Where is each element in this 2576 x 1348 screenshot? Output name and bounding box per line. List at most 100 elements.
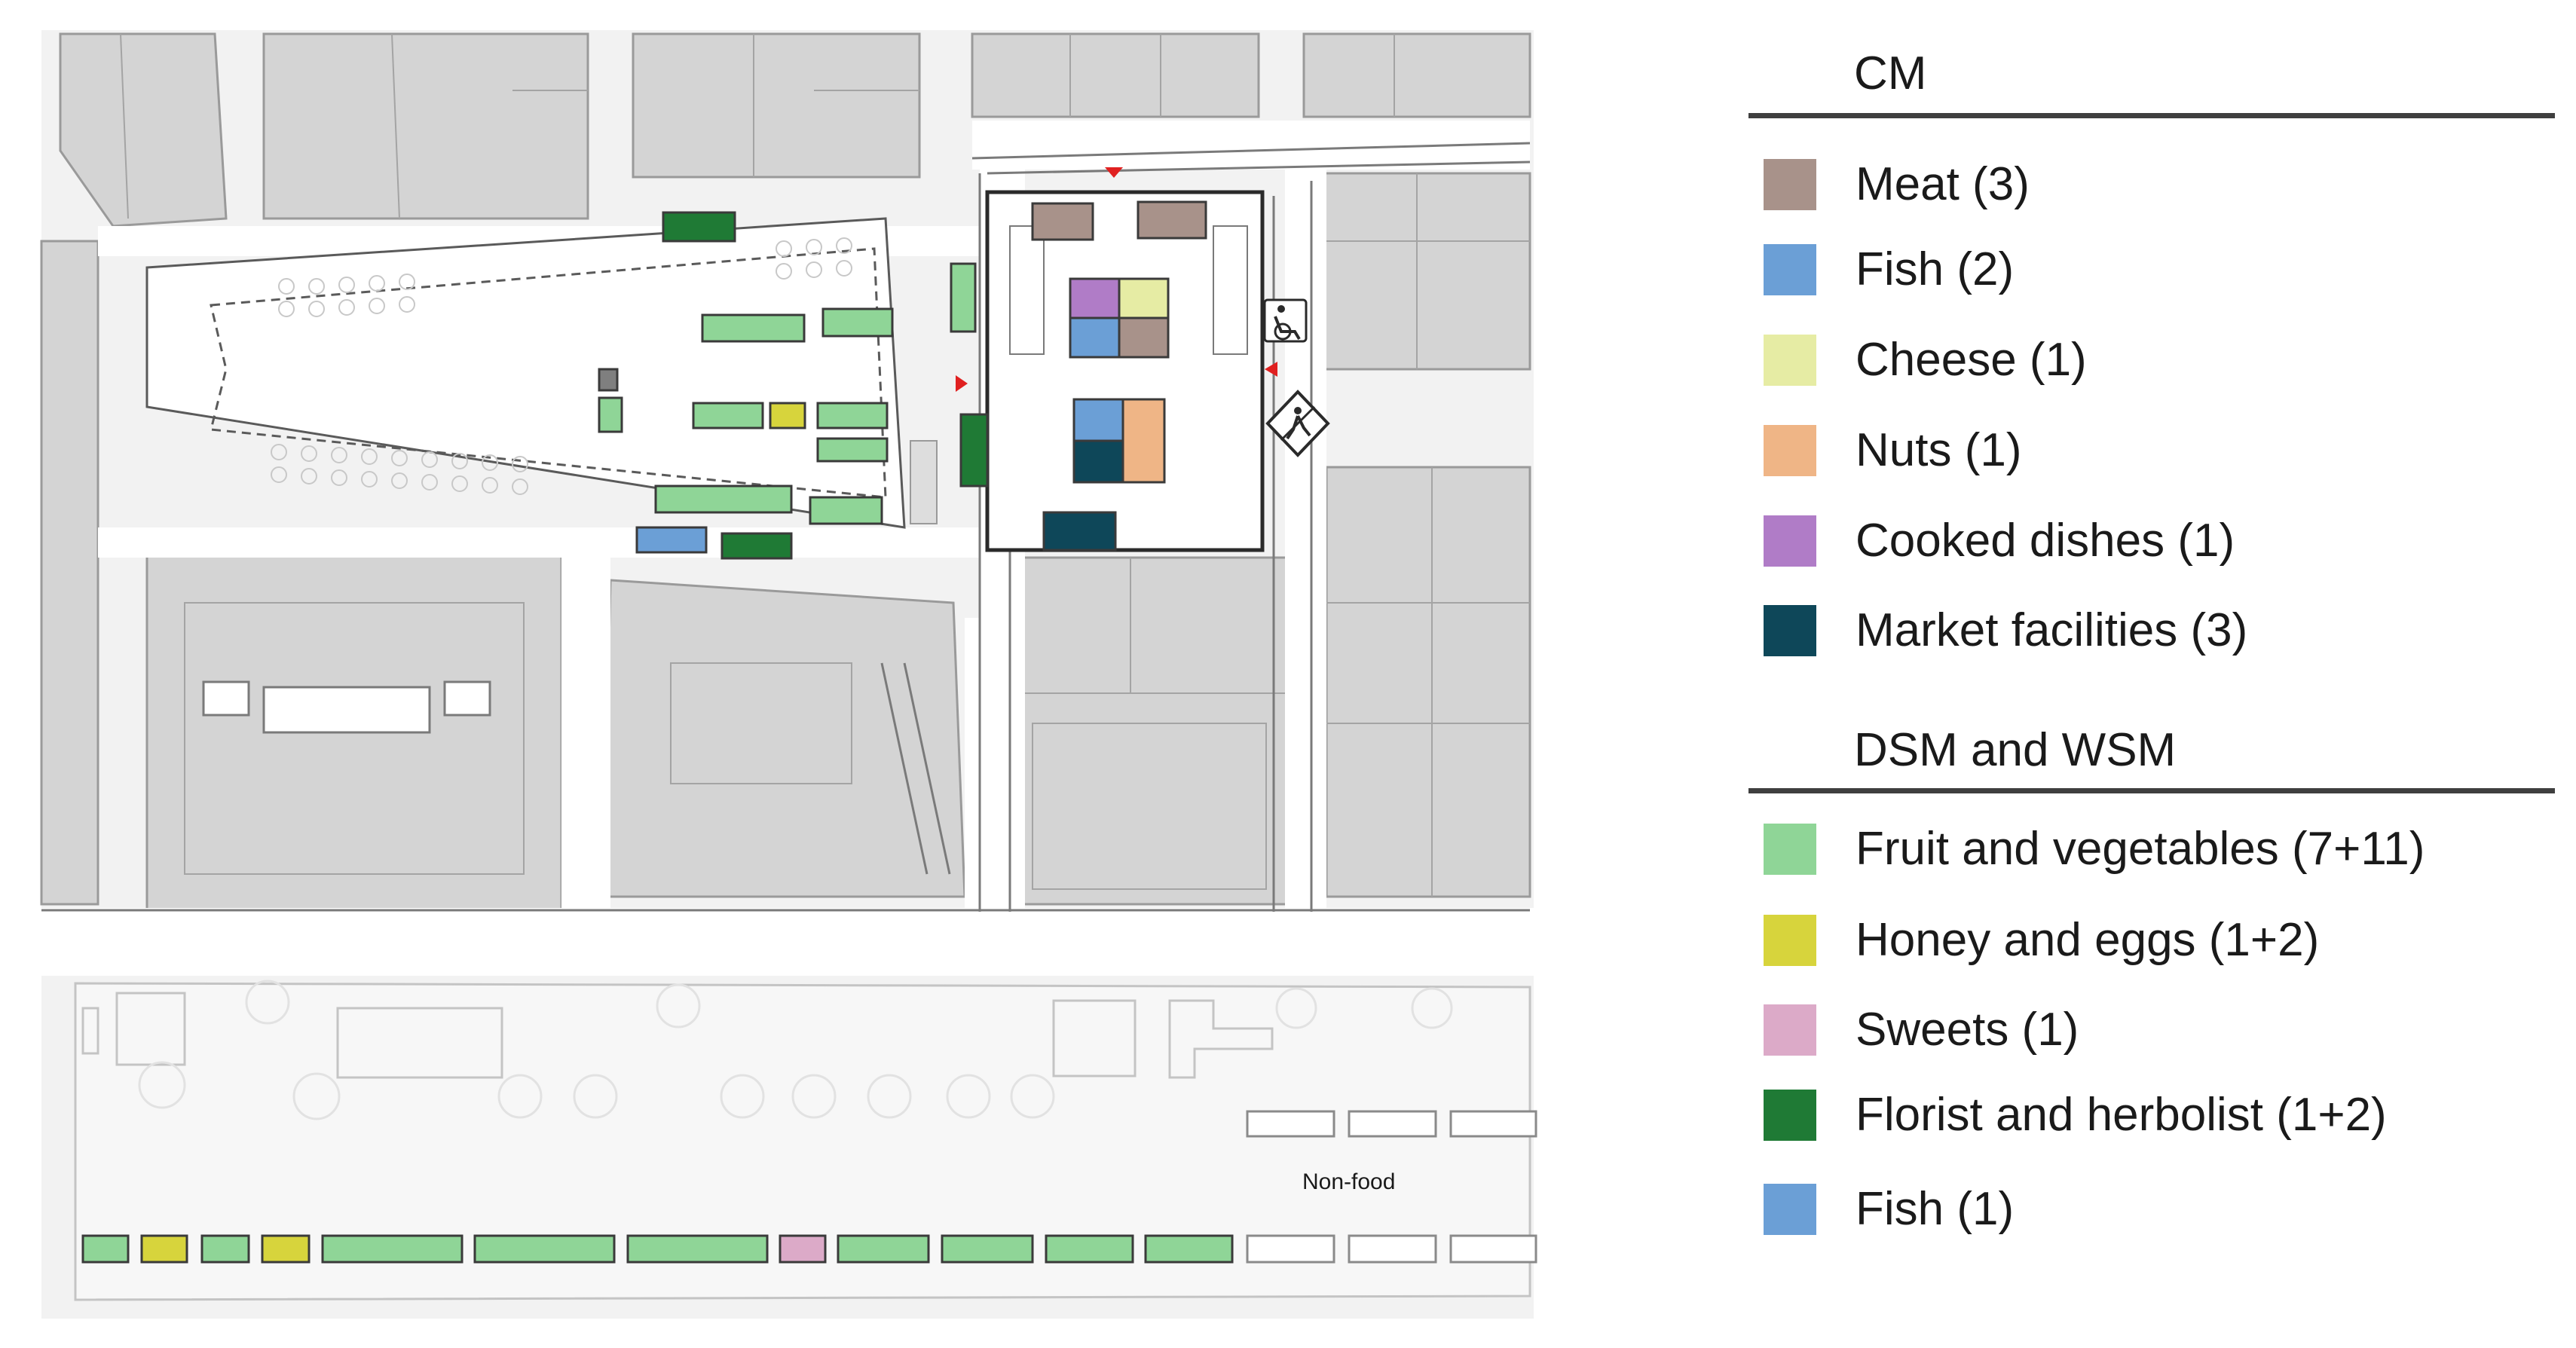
stall-meat [1031,202,1094,241]
building-block [1008,556,1290,906]
legend-swatch [1764,335,1816,386]
building-details [120,33,1530,897]
stall-honey-eggs [140,1234,188,1264]
legend-swatch [1764,244,1816,295]
building-block [1302,32,1531,118]
dsm-stalls [598,211,989,560]
entrance-arrow-icon [956,375,968,392]
curb-lines [41,142,1531,912]
stall-fruit-veg [816,437,889,463]
stall-florist [720,532,793,560]
legend-item: Fruit and vegetables (7+11) [1764,819,2570,879]
city-blocks [40,32,1531,913]
building-block [262,32,589,220]
stall-florist [662,211,736,243]
legend-item: Cooked dishes (1) [1764,511,2570,571]
legend-item: Sweets (1) [1764,1000,2570,1060]
non-food-label: Non-food [1302,1169,1395,1194]
legend-label: Cooked dishes (1) [1856,515,2235,567]
stall-non-food [1348,1110,1437,1138]
ghost-building [1052,999,1137,1077]
stall-fruit-veg [821,307,894,338]
legend-swatch [1764,915,1816,966]
legend-label: Fish (2) [1856,243,2015,295]
legend-label: Florist and herbolist (1+2) [1856,1089,2387,1141]
ghost-building [115,992,186,1066]
legend-swatch [1764,515,1816,567]
legend-label: Market facilities (3) [1856,604,2248,656]
legend-item: Meat (3) [1764,154,2570,215]
stall-fruit-veg [626,1234,769,1264]
ghost-building [81,1007,99,1055]
stall-honey-eggs [261,1234,311,1264]
stall-fruit-veg [598,396,623,433]
street [965,618,1010,912]
stall-non-food [1246,1110,1335,1138]
building-block [632,32,921,179]
no-pedestrian-icon [1265,390,1330,457]
plaza-dashed-area [210,247,887,499]
plaza-trees [271,237,852,495]
legend-item: Nuts (1) [1764,420,2570,481]
building-block [601,579,966,898]
legend-heading-cm: CM [1854,47,1927,99]
street [41,908,1534,976]
covered-market-column [1009,225,1045,355]
legend: CM Meat (3) Fish (2) Cheese (1) Nuts (1)… [1733,0,2576,1348]
stall-fruit-veg [1144,1234,1234,1264]
street [1285,170,1326,912]
building-block [1325,466,1531,898]
legend-item: Honey and eggs (1+2) [1764,910,2570,970]
stall-nuts [1121,398,1166,484]
ghost-buildings [74,982,1531,1301]
legend-swatch [1764,1004,1816,1056]
legend-swatch [1764,1184,1816,1235]
stall-non-food [1246,1234,1335,1264]
stall-fruit-veg [950,262,977,333]
building-block [59,32,228,228]
ghost-building [1168,999,1274,1079]
stall-fruit-veg [809,496,883,525]
building-courtyard [202,680,491,734]
legend-heading-dsm: DSM and WSM [1854,724,2177,776]
legend-swatch [1764,605,1816,656]
stall-fruit-veg [654,484,793,514]
plaza-outline [145,217,906,529]
legend-label: Meat (3) [1856,158,2030,210]
stall-fish [1069,316,1121,359]
kiosk [910,440,938,524]
building-block [40,240,99,906]
entrance-markers [956,167,1277,392]
legend-swatch [1764,159,1816,210]
stall-fruit-veg [81,1234,130,1264]
street [98,527,987,558]
stall-non-food [1449,1110,1537,1138]
stall-fish [1072,398,1124,442]
stall-market-facility [1042,511,1117,552]
legend-swatch [1764,1090,1816,1141]
stall-cheese [1118,277,1170,319]
non-food-stalls [1246,1110,1537,1264]
stall-fruit-veg [321,1234,463,1264]
stall-fruit-veg [200,1234,250,1264]
wsm-stalls [81,1234,1234,1264]
entrance-arrow-icon [1105,167,1123,178]
stall-fruit-veg [701,313,806,343]
legend-label: Cheese (1) [1856,334,2087,386]
stall-non-food [1449,1234,1537,1264]
legend-divider [1748,113,2555,118]
legend-label: Fish (1) [1856,1183,2015,1235]
stall-fruit-veg [816,402,889,429]
stall-fruit-veg [1045,1234,1134,1264]
ghost-building [336,1007,503,1079]
stall-florist [959,413,989,488]
stall-meat [1137,200,1207,240]
market-map: Non-food [40,30,1537,1319]
stall-fruit-veg [837,1234,930,1264]
ghost-trees [138,980,1453,1120]
legend-swatch [1764,824,1816,875]
legend-swatch [1764,425,1816,476]
building-block [1310,172,1531,371]
entrance-arrow-icon [1265,362,1277,377]
